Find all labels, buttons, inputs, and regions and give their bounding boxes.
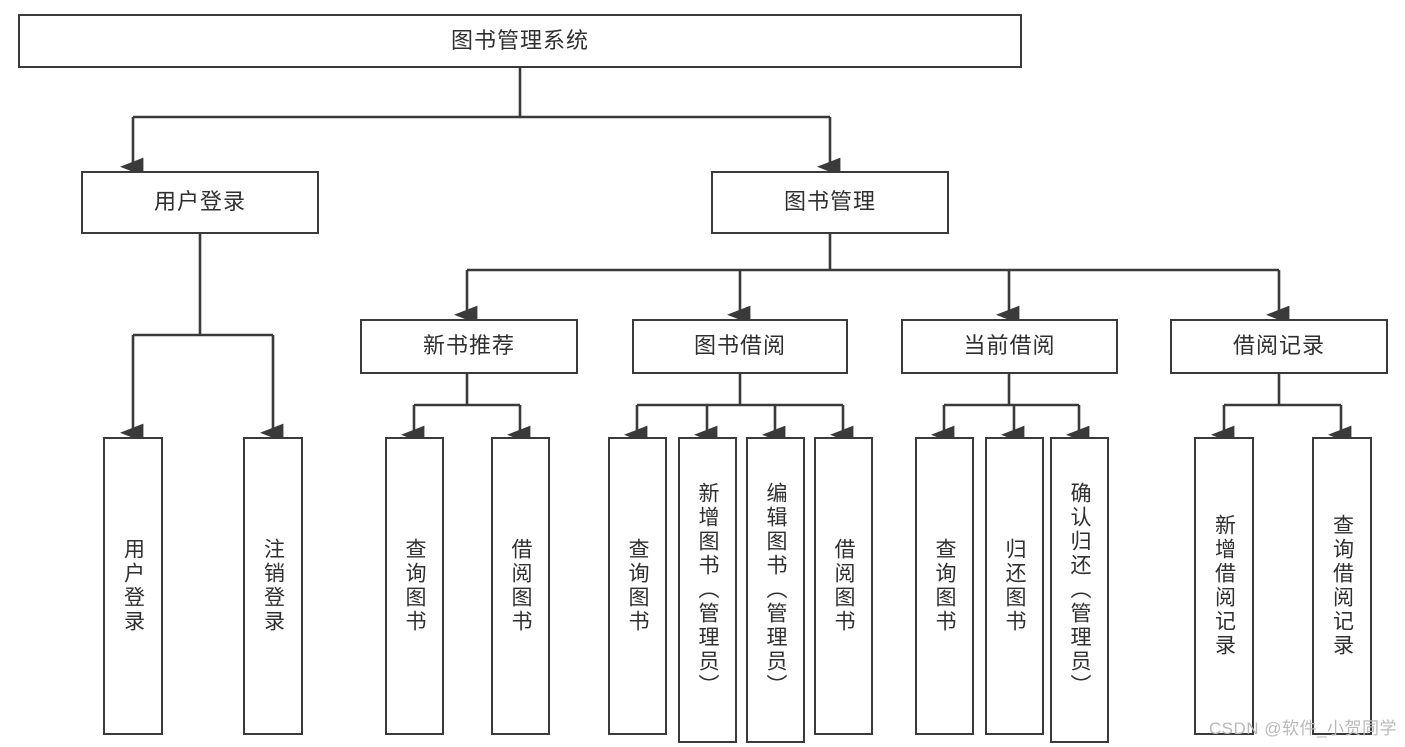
leaf-new-book-borrow[interactable]: 借阅图书 (491, 437, 550, 735)
node-borrow-record[interactable]: 借阅记录 (1170, 319, 1388, 374)
watermark: CSDN @软件_小贺同学 (1208, 719, 1397, 738)
leaf-new-book-query[interactable]: 查询图书 (385, 437, 444, 735)
node-book-borrow[interactable]: 图书借阅 (632, 319, 848, 374)
leaf-current-return[interactable]: 归还图书 (985, 437, 1044, 735)
leaf-label: 新增借阅记录 (1212, 514, 1236, 658)
leaf-borrow-query[interactable]: 查询图书 (608, 437, 667, 735)
leaf-label: 借阅图书 (832, 538, 855, 634)
leaf-label: 查询图书 (933, 538, 956, 634)
leaf-label: 查询图书 (626, 538, 649, 634)
leaf-borrow-add-admin[interactable]: 新增图书（管理员） (678, 437, 737, 743)
leaf-label: 新增图书（管理员） (696, 482, 719, 698)
node-new-book-recommend-label: 新书推荐 (422, 333, 515, 359)
leaf-label: 归还图书 (1003, 538, 1026, 634)
node-current-borrow[interactable]: 当前借阅 (901, 319, 1118, 374)
node-user-login[interactable]: 用户登录 (81, 171, 319, 234)
leaf-record-query[interactable]: 查询借阅记录 (1312, 437, 1372, 735)
leaf-current-query[interactable]: 查询图书 (915, 437, 974, 735)
node-book-manage[interactable]: 图书管理 (711, 171, 949, 234)
node-book-manage-label: 图书管理 (783, 189, 876, 215)
leaf-borrow-borrow[interactable]: 借阅图书 (814, 437, 873, 735)
node-borrow-record-label: 借阅记录 (1232, 333, 1325, 359)
leaf-label: 查询图书 (403, 538, 426, 634)
leaf-current-confirm-admin[interactable]: 确认归还（管理员） (1050, 437, 1109, 743)
leaf-label: 确认归还（管理员） (1068, 482, 1091, 698)
node-book-borrow-label: 图书借阅 (693, 333, 786, 359)
leaf-label: 借阅图书 (509, 538, 532, 634)
leaf-borrow-edit-admin[interactable]: 编辑图书（管理员） (746, 437, 805, 743)
node-root-label: 图书管理系统 (450, 27, 589, 53)
leaf-label: 查询借阅记录 (1330, 514, 1354, 658)
leaf-user-login-login[interactable]: 用户登录 (103, 437, 163, 735)
leaf-record-add[interactable]: 新增借阅记录 (1194, 437, 1254, 735)
leaf-user-login-logout[interactable]: 注销登录 (243, 437, 303, 735)
node-root[interactable]: 图书管理系统 (18, 14, 1022, 68)
node-new-book-recommend[interactable]: 新书推荐 (360, 319, 578, 374)
leaf-label: 注销登录 (261, 538, 285, 634)
node-current-borrow-label: 当前借阅 (963, 333, 1056, 359)
leaf-label: 用户登录 (121, 538, 145, 634)
leaf-label: 编辑图书（管理员） (764, 482, 787, 698)
node-user-login-label: 用户登录 (153, 189, 246, 215)
